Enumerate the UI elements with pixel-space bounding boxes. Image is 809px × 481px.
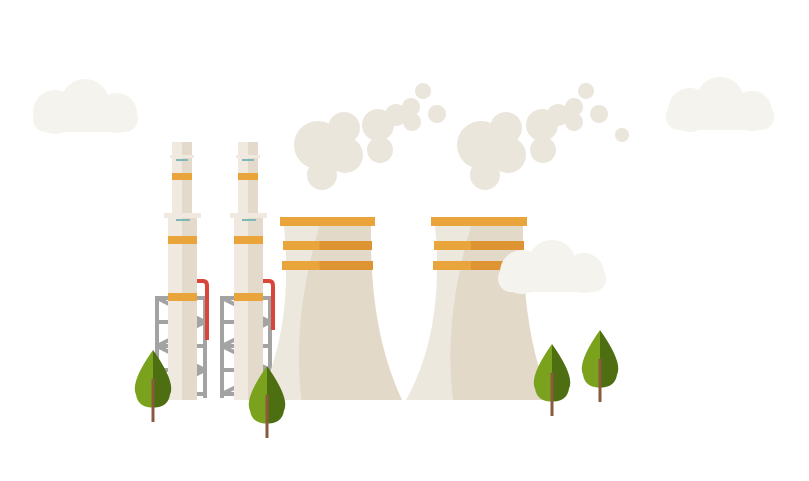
leaf-light-half: [581, 330, 600, 388]
cooling-tower-left: [258, 217, 402, 400]
cooling-tower-right: [406, 217, 550, 400]
smoke-left: [294, 83, 446, 190]
tower-rim: [431, 217, 527, 226]
teal-mark: [176, 219, 190, 221]
tree-trunk: [598, 358, 602, 402]
chimney-platform: [164, 213, 201, 218]
leaf-light-half: [533, 344, 552, 402]
tower-shade: [298, 226, 402, 400]
leaf-dark-half: [153, 350, 172, 408]
orange-band: [238, 173, 258, 180]
leaf-dark-half: [600, 330, 619, 388]
tree-trunk: [151, 378, 155, 422]
cloud-left: [33, 79, 138, 134]
pipe-left: [196, 279, 209, 340]
chimney-platform: [230, 213, 267, 218]
leaf-light-half: [134, 350, 153, 408]
tower-rim: [280, 217, 375, 226]
orange-band: [168, 293, 197, 301]
leaf-light-half: [248, 366, 267, 424]
tree-1: [134, 350, 172, 422]
leaf-dark-half: [552, 344, 571, 402]
tree-2: [248, 366, 286, 438]
tree-3: [533, 344, 571, 416]
leaf-dark-half: [267, 366, 286, 424]
orange-band: [234, 293, 263, 301]
pipe-right: [262, 279, 275, 330]
tree-trunk: [550, 372, 554, 416]
tree-4: [581, 330, 619, 402]
teal-mark: [242, 219, 256, 221]
teal-mark: [242, 159, 254, 161]
orange-band: [234, 236, 263, 244]
chimney-left: [164, 142, 201, 400]
cloud-middle: [498, 240, 606, 294]
tree-trunk: [265, 394, 269, 438]
orange-band: [172, 173, 192, 180]
smoke-right: [457, 83, 629, 190]
cloud-right: [666, 77, 774, 132]
orange-band: [168, 236, 197, 244]
teal-mark: [176, 159, 188, 161]
chimney-right: [230, 142, 267, 400]
